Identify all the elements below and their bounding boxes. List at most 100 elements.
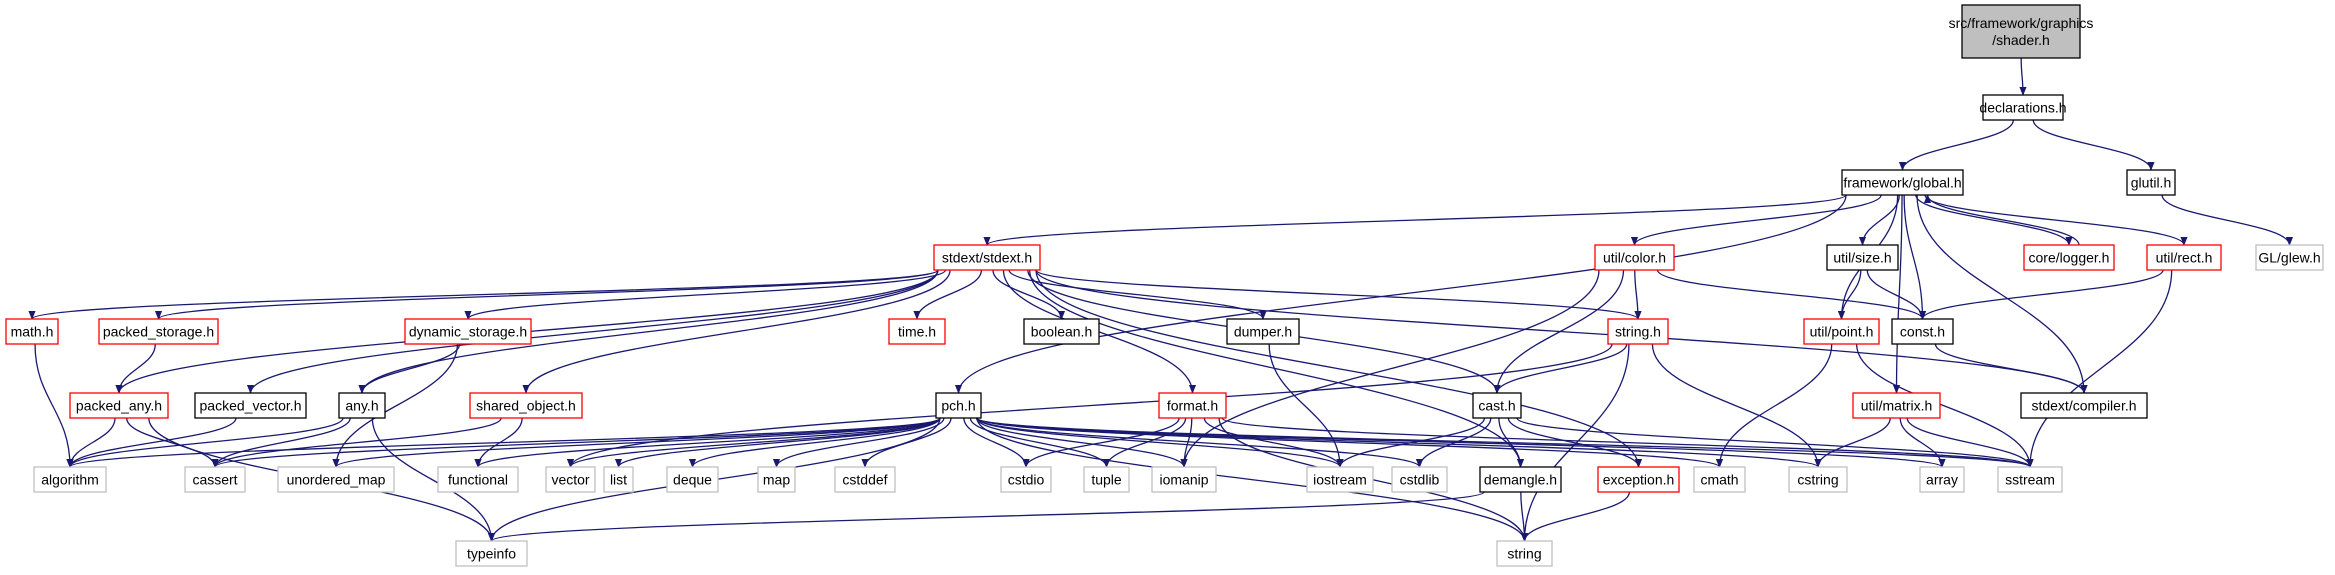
node-box	[2255, 244, 2324, 271]
edge-global-to-corelogger	[1915, 194, 2073, 246]
node-label: algorithm	[41, 472, 99, 488]
edge-pch-to-array	[976, 417, 1946, 468]
node-box	[834, 466, 896, 493]
node-format[interactable]: format.h	[1158, 392, 1227, 419]
node-box	[1000, 466, 1052, 493]
node-const[interactable]: const.h	[1891, 318, 1954, 345]
node-box	[437, 466, 519, 493]
node-box	[1919, 466, 1965, 493]
edge-global-to-utilcolor	[1630, 194, 1882, 246]
node-label: glutil.h	[2131, 175, 2171, 191]
node-sstream: sstream	[1997, 466, 2063, 493]
node-compiler[interactable]: stdext/compiler.h	[2020, 392, 2148, 419]
node-label: time.h	[898, 324, 936, 340]
node-label: cstdio	[1008, 472, 1045, 488]
edge-pch-to-string	[976, 417, 1529, 542]
edge-global-to-compiler	[1916, 194, 2088, 394]
node-exception[interactable]: exception.h	[1597, 466, 1680, 493]
node-cmath: cmath	[1693, 466, 1746, 493]
node-stdext[interactable]: stdext/stdext.h	[933, 244, 1041, 271]
node-demangle[interactable]: demangle.h	[1479, 466, 1562, 493]
node-sharedobject[interactable]: shared_object.h	[469, 392, 583, 419]
node-cstdio: cstdio	[1000, 466, 1052, 493]
edge-cast-to-sstream	[1516, 417, 2034, 468]
node-label: declarations.h	[1979, 100, 2066, 116]
node-label: typeinfo	[467, 546, 516, 562]
node-boolean[interactable]: boolean.h	[1023, 318, 1100, 345]
node-string-h[interactable]: string.h	[1607, 318, 1669, 345]
edge-pch-to-functional	[474, 417, 941, 468]
node-corelogger[interactable]: core/logger.h	[2023, 244, 2115, 271]
edge-utilsize-to-utilpoint	[1837, 269, 1862, 320]
node-label: list	[610, 472, 627, 488]
edge-pch-to-sstream	[976, 417, 2034, 468]
node-dumper[interactable]: dumper.h	[1226, 318, 1300, 345]
edge-dumper-to-iostream	[1268, 343, 1344, 468]
node-label: iomanip	[1159, 472, 1208, 488]
edge-stdext-to-string_h	[1035, 269, 1642, 320]
node-any[interactable]: any.h	[338, 392, 386, 419]
node-box	[1826, 244, 1899, 271]
edge-string_h-to-string	[1520, 343, 1630, 542]
node-label: util/matrix.h	[1861, 398, 1933, 414]
node-array: array	[1919, 466, 1965, 493]
edge-format-to-cstdio	[1022, 417, 1180, 468]
node-label: boolean.h	[1031, 324, 1093, 340]
node-label: cstring	[1797, 472, 1838, 488]
edge-stdext-to-boolean	[992, 269, 1066, 320]
node-cstddef: cstddef	[834, 466, 896, 493]
node-declarations[interactable]: declarations.h	[1979, 94, 2067, 121]
edge-utilrect-to-sstream	[2026, 269, 2173, 468]
node-global[interactable]: framework/global.h	[1841, 169, 1964, 196]
node-label: cstddef	[842, 472, 887, 488]
node-box	[1982, 94, 2064, 121]
node-utilpoint[interactable]: util/point.h	[1803, 318, 1880, 345]
node-label: functional	[448, 472, 508, 488]
edge-format-to-sstream	[1221, 417, 2034, 468]
node-label: pch.h	[941, 398, 975, 414]
node-dynstorage[interactable]: dynamic_storage.h	[404, 318, 532, 345]
node-shader[interactable]: src/framework/graphics/shader.h	[1949, 4, 2094, 59]
node-math[interactable]: math.h	[5, 318, 59, 345]
node-utilmatrix[interactable]: util/matrix.h	[1852, 392, 1941, 419]
node-pch[interactable]: pch.h	[935, 392, 982, 419]
node-label: tuple	[1091, 472, 1122, 488]
node-packedany[interactable]: packed_any.h	[69, 392, 169, 419]
node-box	[469, 392, 583, 419]
node-label: string	[1507, 546, 1541, 562]
edge-utilcolor-to-const	[1656, 269, 1927, 320]
node-packedvector[interactable]: packed_vector.h	[194, 392, 307, 419]
node-glutil[interactable]: glutil.h	[2126, 169, 2176, 196]
node-algorithm: algorithm	[33, 466, 107, 493]
edge-demangle-to-typeinfo	[488, 491, 1485, 542]
edge-global-to-utilmatrix	[1892, 194, 1903, 394]
node-cast[interactable]: cast.h	[1472, 392, 1522, 419]
edge-any-to-typeinfo	[371, 417, 496, 542]
node-utilrect[interactable]: util/rect.h	[2146, 244, 2222, 271]
node-utilcolor[interactable]: util/color.h	[1594, 244, 1675, 271]
node-label: demangle.h	[1484, 472, 1557, 488]
edge-stdext-to-any	[358, 269, 939, 394]
node-utilsize[interactable]: util/size.h	[1826, 244, 1899, 271]
node-box	[1496, 540, 1553, 567]
node-typeinfo: typeinfo	[455, 540, 528, 567]
node-box	[1479, 466, 1562, 493]
node-label: cmath	[1700, 472, 1738, 488]
node-label: dynamic_storage.h	[409, 324, 527, 340]
edge-pch-to-list	[615, 417, 941, 468]
node-label: src/framework/graphics	[1949, 15, 2094, 31]
node-label: string.h	[1615, 324, 1661, 340]
edge-shader-to-declarations	[2019, 57, 2027, 96]
edge-stdext-to-sharedobject	[522, 269, 951, 394]
node-label: util/size.h	[1833, 250, 1891, 266]
node-box	[33, 466, 107, 493]
node-box	[1306, 466, 1374, 493]
edges-layer	[28, 57, 2294, 542]
node-label: cast.h	[1478, 398, 1515, 414]
node-box	[404, 318, 532, 345]
edge-global-to-const	[1903, 194, 1927, 320]
node-time[interactable]: time.h	[888, 318, 946, 345]
node-packedstorage[interactable]: packed_storage.h	[98, 318, 219, 345]
node-box	[1597, 466, 1680, 493]
node-cstdlib: cstdlib	[1391, 466, 1448, 493]
